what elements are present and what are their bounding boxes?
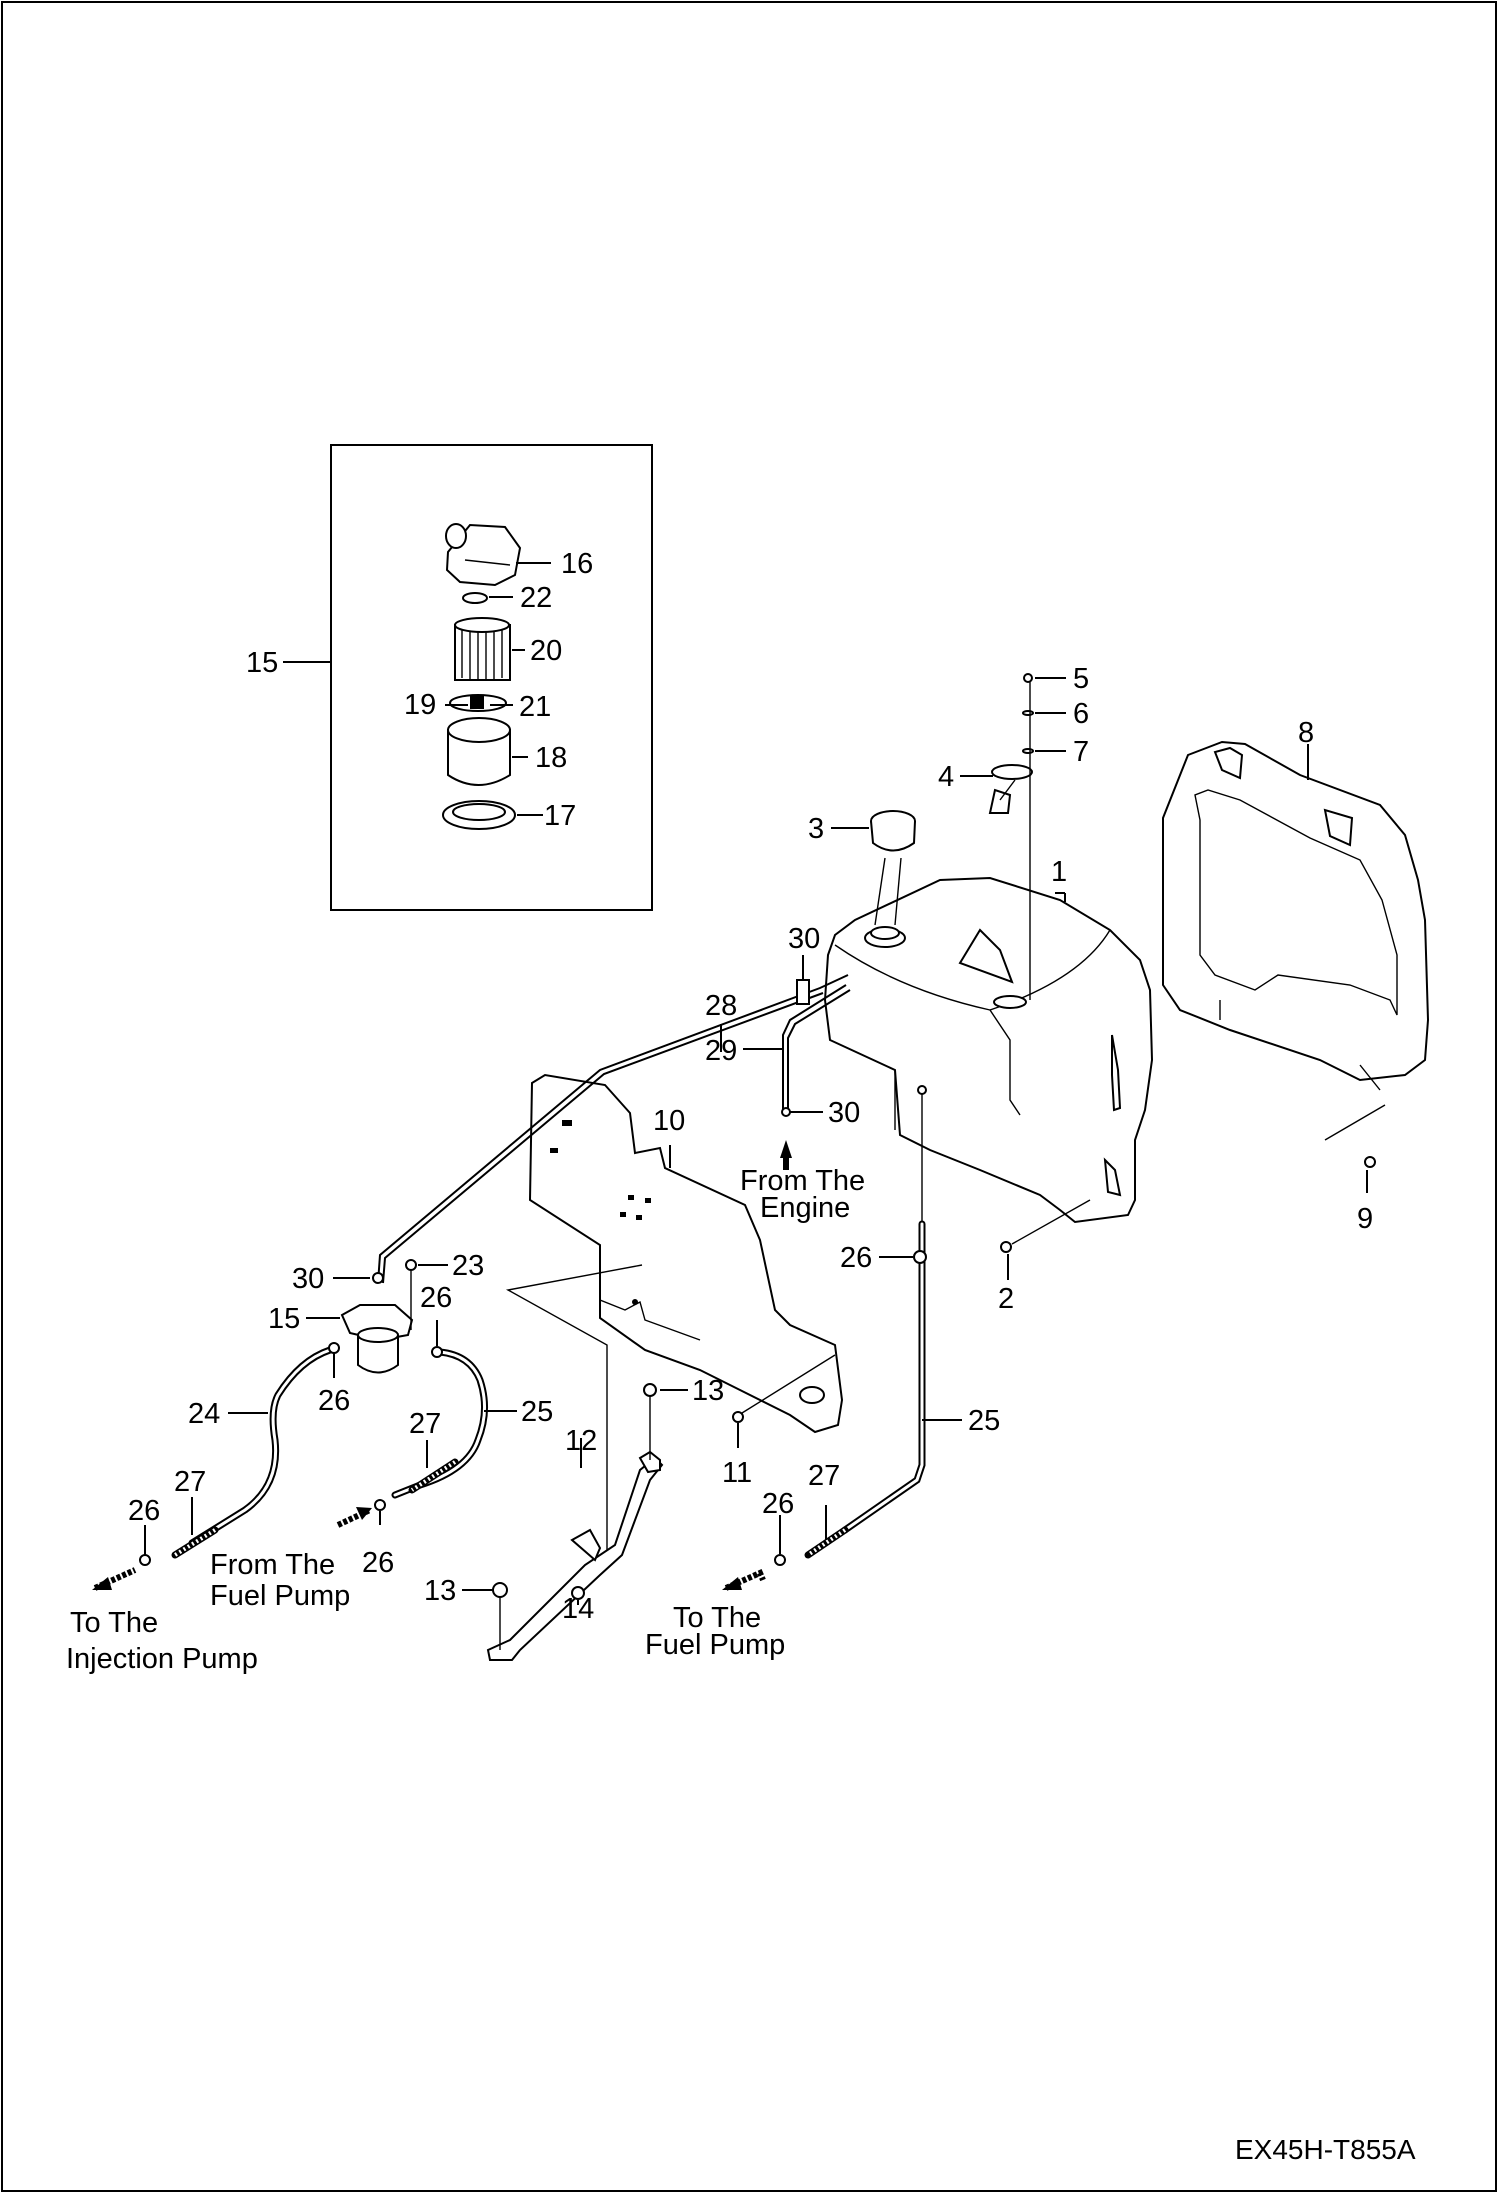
bolt-9: 9 — [1324, 1104, 1386, 1235]
callout-17: 17 — [544, 800, 576, 832]
tank-support-plate: 10 — [505, 1073, 844, 1560]
note-to-fuel-pump-2: Fuel Pump — [645, 1629, 785, 1661]
callout-5: 5 — [1073, 663, 1089, 695]
callout-3: 3 — [808, 813, 824, 845]
fuel-filter-installed: 15 23 — [268, 1250, 484, 1374]
note-from-fuel-pump-2: Fuel Pump — [210, 1580, 350, 1612]
bolt-11: 11 — [722, 1354, 836, 1489]
callout-26-filter-right: 26 — [420, 1282, 452, 1314]
callout-13-top: 13 — [692, 1375, 724, 1407]
hose-25-middle: 26 25 27 26 From The Fuel Pump — [210, 1282, 553, 1612]
callout-21: 21 — [519, 691, 551, 723]
callout-27-middle: 27 — [409, 1408, 441, 1440]
callout-26-right: 26 — [840, 1242, 872, 1274]
callout-26-bottom-right: 26 — [762, 1488, 794, 1520]
hose-25-right: 26 25 27 26 To The Fuel Pump — [645, 1085, 1000, 1661]
callout-12: 12 — [565, 1425, 597, 1457]
callout-6: 6 — [1073, 698, 1089, 730]
callout-22: 22 — [520, 582, 552, 614]
note-from-engine-2: Engine — [760, 1192, 850, 1224]
bolt-2: 2 — [998, 1199, 1091, 1315]
note-to-injection-2: Injection Pump — [66, 1643, 258, 1675]
callout-30-top: 30 — [788, 923, 820, 955]
callout-19: 19 — [404, 689, 436, 721]
callout-25-right: 25 — [968, 1405, 1000, 1437]
callout-8: 8 — [1298, 717, 1314, 749]
fuel-cap: 3 — [808, 810, 916, 926]
callout-28: 28 — [705, 990, 737, 1022]
hose-24: 26 24 27 26 To The Injection Pump — [66, 1342, 350, 1675]
callout-26-left: 26 — [128, 1495, 160, 1527]
fuel-tank: 1 — [823, 856, 1154, 1224]
callout-7: 7 — [1073, 736, 1089, 768]
callout-15-inset: 15 — [246, 647, 278, 679]
callout-16: 16 — [561, 548, 593, 580]
tank-frame: 8 — [1162, 717, 1430, 1091]
callout-26-filter-left: 26 — [318, 1385, 350, 1417]
callout-27-left: 27 — [174, 1466, 206, 1498]
callout-4: 4 — [938, 761, 954, 793]
callout-2: 2 — [998, 1283, 1014, 1315]
callout-11: 11 — [722, 1457, 752, 1489]
callout-30-engine: 30 — [828, 1097, 860, 1129]
filter-exploded-view: 16 22 20 19 21 18 17 15 — [246, 523, 593, 832]
tube-28: 28 30 30 — [292, 923, 849, 1295]
callout-29: 29 — [705, 1035, 737, 1067]
note-to-fuel-pump-1: To The — [673, 1602, 761, 1634]
callout-1: 1 — [1051, 856, 1067, 888]
filter-inset-box — [330, 444, 653, 911]
note-from-engine-1: From The — [740, 1165, 865, 1197]
callout-15: 15 — [268, 1303, 300, 1335]
callout-30-left: 30 — [292, 1263, 324, 1295]
callout-10: 10 — [653, 1105, 685, 1137]
note-to-injection-1: To The — [70, 1607, 158, 1639]
callout-18: 18 — [535, 742, 567, 774]
note-from-fuel-pump-1: From The — [210, 1549, 335, 1581]
callout-24: 24 — [188, 1398, 220, 1430]
callout-26-middle: 26 — [362, 1547, 394, 1579]
tube-29: 29 30 From The Engine — [705, 984, 865, 1224]
callout-9: 9 — [1357, 1203, 1373, 1235]
callout-25-middle: 25 — [521, 1396, 553, 1428]
callout-20: 20 — [530, 635, 562, 667]
callout-13-bottom: 13 — [424, 1575, 456, 1607]
callout-14: 14 — [562, 1593, 594, 1625]
bracket-12: 12 13 13 14 — [424, 1375, 724, 1661]
fuel-gauge-sender: 5 6 7 4 — [938, 663, 1089, 1000]
callout-23: 23 — [452, 1250, 484, 1282]
document-code: EX45H-T855A — [1235, 2134, 1416, 2165]
callout-27-right: 27 — [808, 1460, 840, 1492]
